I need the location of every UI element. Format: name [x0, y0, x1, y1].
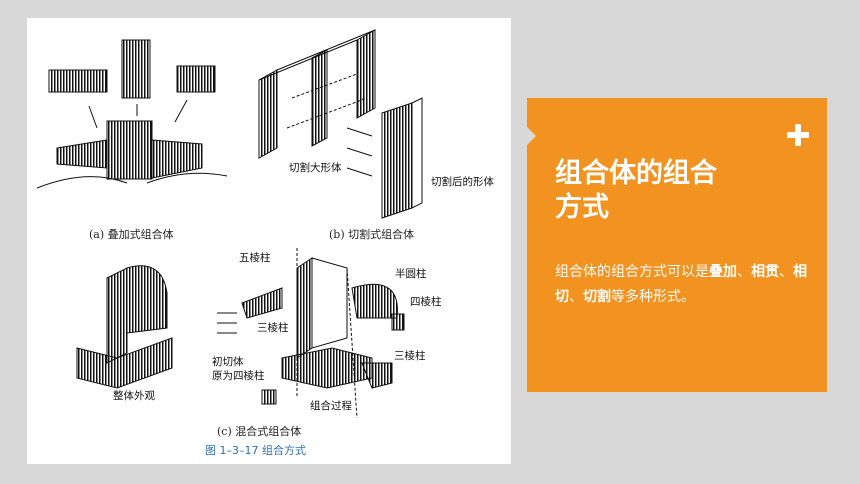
card-title-line1: 组合体的组合 [555, 158, 717, 189]
label-qiege-da: 切割大形体 [289, 162, 342, 174]
label-zuhe-guocheng: 组合过程 [310, 400, 352, 412]
subcaption-a: (a) 叠加式组合体 [89, 228, 174, 241]
info-card [527, 98, 827, 392]
keyword-diejia: 叠加 [709, 264, 737, 280]
plus-icon [787, 124, 809, 146]
keyword-xiangguan: 相贯 [751, 264, 779, 280]
figure-caption: 图 1–3–17 组合方式 [205, 444, 306, 457]
card-title-line2: 方式 [555, 192, 609, 223]
body-sep-1: 、 [737, 264, 751, 280]
label-sanlengzhu-left: 三棱柱 [257, 322, 289, 334]
figure-panel: (a) 叠加式组合体 (b) 切割式组合体 (c) 混合式组合体 切割大形体 切… [27, 18, 511, 464]
body-sep-2: 、 [779, 264, 793, 280]
illustration-drawing [36, 29, 423, 419]
body-prefix: 组合体的组合方式可以是 [555, 264, 709, 280]
subcaption-c: (c) 混合式组合体 [217, 425, 302, 438]
keyword-xiangqie: 相切 [555, 264, 807, 305]
subcaption-b: (b) 切割式组合体 [329, 228, 415, 241]
body-sep-3: 、 [569, 289, 583, 305]
card-notch [527, 127, 536, 145]
label-banyuanzhu: 半圆柱 [395, 268, 427, 280]
keyword-qiege: 切割 [583, 289, 611, 305]
card-body: 组合体的组合方式可以是叠加、相贯、相切、切割等多种形式。 [555, 260, 810, 310]
label-silengzhu: 四棱柱 [410, 296, 442, 308]
label-chuqieti: 初切体 [212, 356, 244, 368]
label-sanlengzhu-right: 三棱柱 [394, 350, 426, 362]
card-title: 组合体的组合 方式 [555, 157, 795, 225]
label-yuanwei-silengzhu: 原为四棱柱 [212, 370, 265, 382]
label-wulengzhu: 五棱柱 [239, 252, 271, 264]
label-zhengti-waiguan: 整体外观 [113, 390, 155, 402]
body-suffix: 等多种形式。 [611, 289, 695, 305]
label-qiege-hou: 切割后的形体 [431, 176, 494, 188]
